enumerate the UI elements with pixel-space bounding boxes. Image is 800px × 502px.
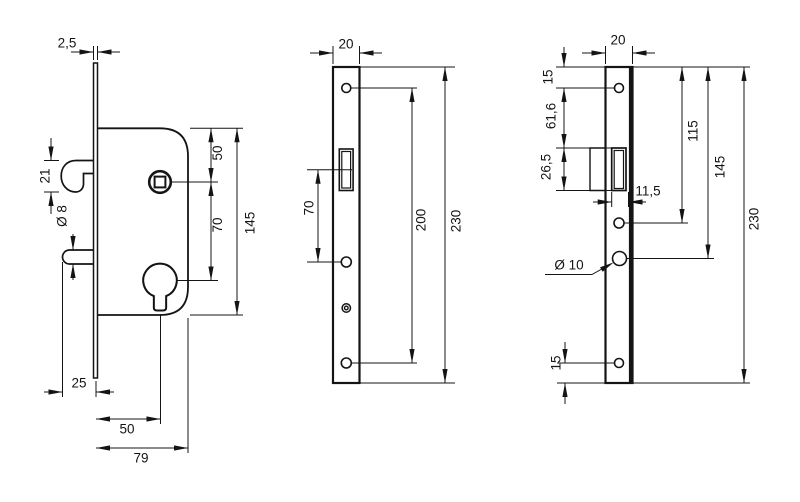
dim-label-screw-hole-spacing: 200 <box>414 209 429 232</box>
dim-label-slot-width: 11,5 <box>635 184 660 199</box>
faceplate-mid-hole <box>340 256 353 268</box>
arrowhead <box>561 176 567 191</box>
faceplate-outline <box>331 65 361 385</box>
arrowhead <box>96 416 110 422</box>
strike-hook-slot <box>610 147 627 192</box>
arrowhead <box>174 445 188 451</box>
dim-label-pin-protrusion: 25 <box>71 376 86 391</box>
dim-label-slot-to-hole: 70 <box>302 200 317 215</box>
arrowhead <box>562 383 568 397</box>
arrowhead <box>208 128 214 143</box>
arrowhead <box>48 146 54 161</box>
dim-label-slot-height: 26,5 <box>539 154 554 180</box>
dim-label-spindle-to-cylinder: 70 <box>210 217 225 232</box>
arrowhead <box>234 128 240 143</box>
dim-label-hook-height: 21 <box>38 168 53 183</box>
faceplate-top-hole <box>340 82 352 94</box>
arrowhead <box>741 369 747 383</box>
guide-pin <box>61 249 94 265</box>
strike-plate-outline <box>604 65 634 385</box>
strike-bottom-hole <box>613 357 625 369</box>
side-view-lock-case: 2,5 21 Ø 8 25 50 79 50 70 145 <box>38 36 258 466</box>
faceplate-screw-hole-center <box>343 305 349 311</box>
faceplate-edge-side <box>92 62 99 379</box>
strike-arrowheads <box>561 50 747 397</box>
arrowhead <box>632 50 647 56</box>
arrowhead <box>208 182 214 196</box>
arrowhead <box>679 209 685 223</box>
lock-case-outline <box>97 127 189 316</box>
arrowhead <box>561 88 567 102</box>
front-dimension-lines <box>307 46 455 384</box>
arrowhead <box>48 389 63 395</box>
arrowhead <box>96 445 110 451</box>
dim-label-faceplate-width: 20 <box>338 37 353 52</box>
spindle-square-hole <box>153 175 167 189</box>
arrowhead <box>561 53 567 67</box>
strike-dimension-lines <box>545 46 750 404</box>
spindle-follower-ring <box>147 169 173 195</box>
dim-label-hole-diameter: Ø 10 <box>554 258 583 273</box>
dim-label-strike-width: 20 <box>610 33 625 48</box>
arrowhead <box>208 168 214 182</box>
dim-label-plate-thickness: 2,5 <box>58 36 77 51</box>
hook-bolt <box>60 159 94 193</box>
arrowhead <box>146 416 161 422</box>
arrowhead <box>561 148 567 162</box>
arrowhead <box>442 369 448 383</box>
arrowhead <box>70 264 76 278</box>
dim-label-case-height: 145 <box>243 212 258 235</box>
dim-label-pin-diameter: Ø 8 <box>55 205 70 227</box>
arrowhead <box>741 67 747 81</box>
strike-hook-slot-inner <box>613 149 625 190</box>
arrowhead <box>319 50 333 56</box>
faceplate-screw-hole <box>341 303 352 313</box>
arrowhead <box>234 301 240 315</box>
dim-label-bottom-to-hole: 15 <box>549 355 564 370</box>
dim-label-top-to-mid-hole: 115 <box>686 120 701 142</box>
arrowhead <box>315 248 321 262</box>
arrowhead <box>442 67 448 81</box>
arrowhead <box>679 67 685 81</box>
dim-label-top-to-first-hole: 15 <box>541 69 556 84</box>
arrowhead <box>208 266 214 281</box>
strike-top-hole <box>613 82 625 94</box>
arrowhead <box>705 67 711 81</box>
strike-mid-hole <box>613 217 625 229</box>
dim-label-top-to-spindle: 50 <box>210 145 225 160</box>
dim-label-faceplate-height: 230 <box>449 210 464 233</box>
arrowhead <box>561 134 567 148</box>
strike-cylinder-hole <box>611 250 628 267</box>
arrowhead <box>79 49 94 55</box>
arrowhead <box>591 50 606 56</box>
arrowhead <box>97 49 112 55</box>
dim-label-case-depth: 79 <box>133 451 148 466</box>
arrowhead <box>70 236 76 250</box>
front-view-faceplate: 20 70 200 230 <box>302 37 464 385</box>
euro-cylinder-hole <box>142 262 178 312</box>
arrowhead <box>705 244 711 259</box>
arrowhead <box>409 88 415 102</box>
strike-plate-view: 20 15 61,6 26,5 11,5 115 145 230 Ø 10 15 <box>539 33 762 404</box>
arrowhead <box>96 389 110 395</box>
arrowhead <box>359 50 374 56</box>
dim-label-backset: 50 <box>119 422 134 437</box>
strike-keep-box <box>589 147 606 192</box>
dim-label-strike-height: 230 <box>747 208 762 231</box>
dim-label-hole-to-slot: 61,6 <box>544 103 559 129</box>
arrowhead <box>48 192 54 206</box>
faceplate-bottom-hole <box>340 357 353 369</box>
dim-label-top-to-cylinder-hole: 145 <box>713 156 728 179</box>
arrowhead <box>409 349 415 363</box>
arrowhead <box>315 169 321 184</box>
